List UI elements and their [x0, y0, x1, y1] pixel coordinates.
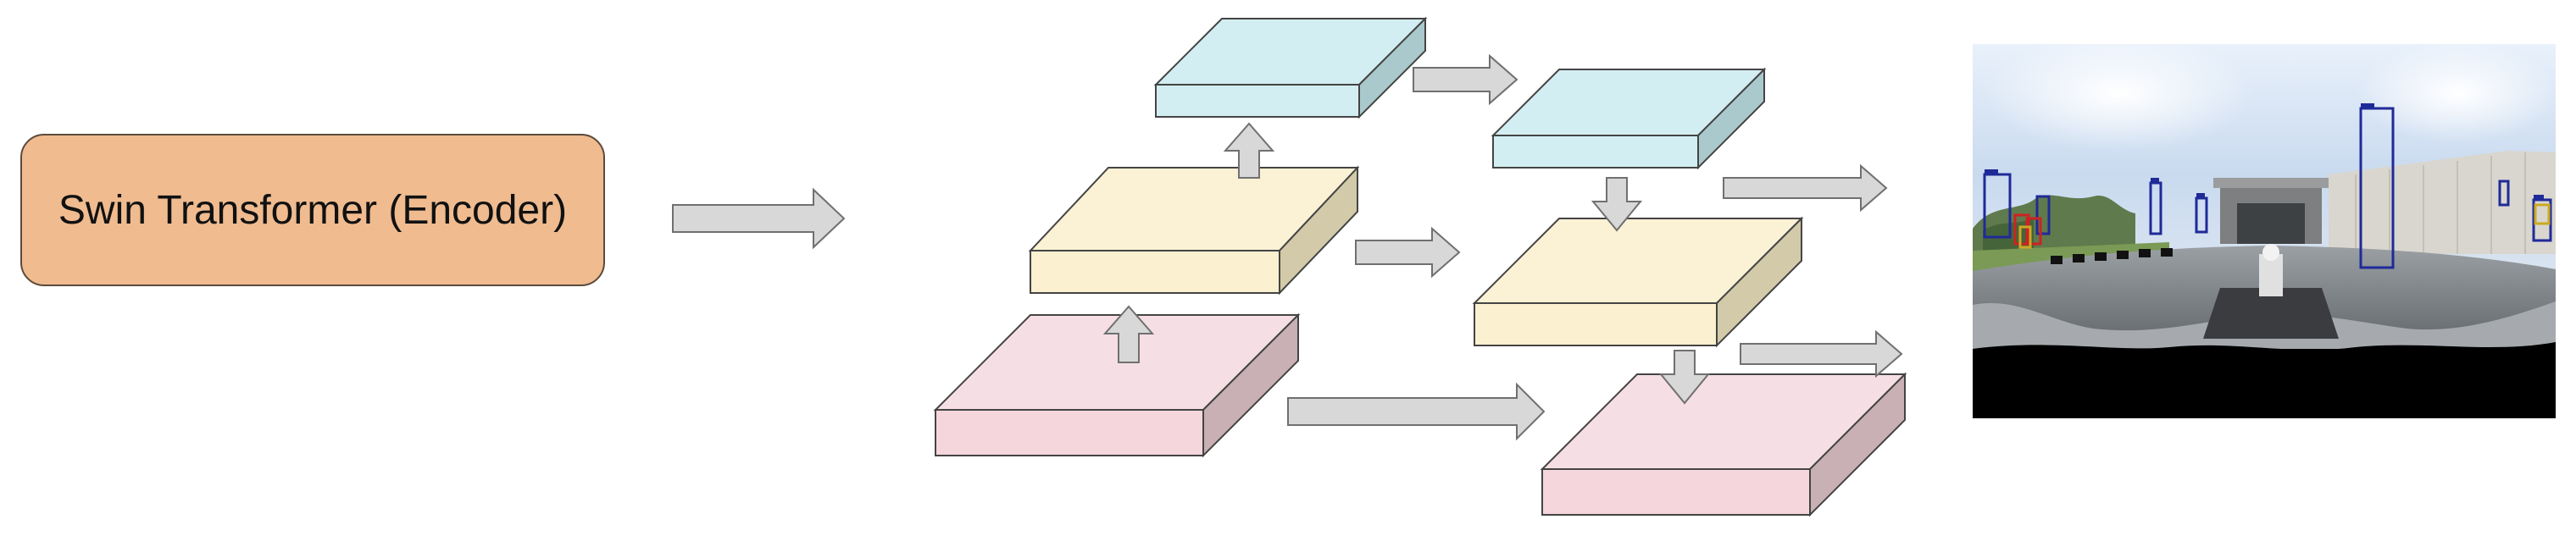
up-arrow-mid-to-high	[1223, 122, 1275, 179]
output-arrow-low	[1740, 329, 1903, 379]
backbone-level-mid	[1028, 165, 1360, 296]
up-arrow-low-to-mid	[1102, 305, 1155, 363]
neck-level-low	[1540, 372, 1907, 517]
encoder-box: Swin Transformer (Encoder)	[20, 134, 605, 286]
down-arrow-high-to-mid	[1591, 177, 1643, 232]
backbone-level-low	[933, 312, 1301, 458]
output-arrow-high	[1723, 163, 1888, 213]
encoder-label: Swin Transformer (Encoder)	[58, 187, 568, 233]
neck-level-high	[1491, 67, 1767, 170]
lateral-arrow-low	[1287, 382, 1546, 441]
encoder-to-pyramid-arrow	[672, 187, 846, 250]
down-arrow-mid-to-low	[1658, 350, 1711, 405]
lateral-arrow-high	[1413, 53, 1518, 106]
curb-stripes	[2051, 248, 2173, 264]
backbone-level-high	[1153, 16, 1428, 119]
neck-level-mid	[1472, 216, 1804, 348]
lateral-arrow-mid	[1355, 226, 1461, 279]
panorama-detection-image	[1973, 44, 2556, 418]
